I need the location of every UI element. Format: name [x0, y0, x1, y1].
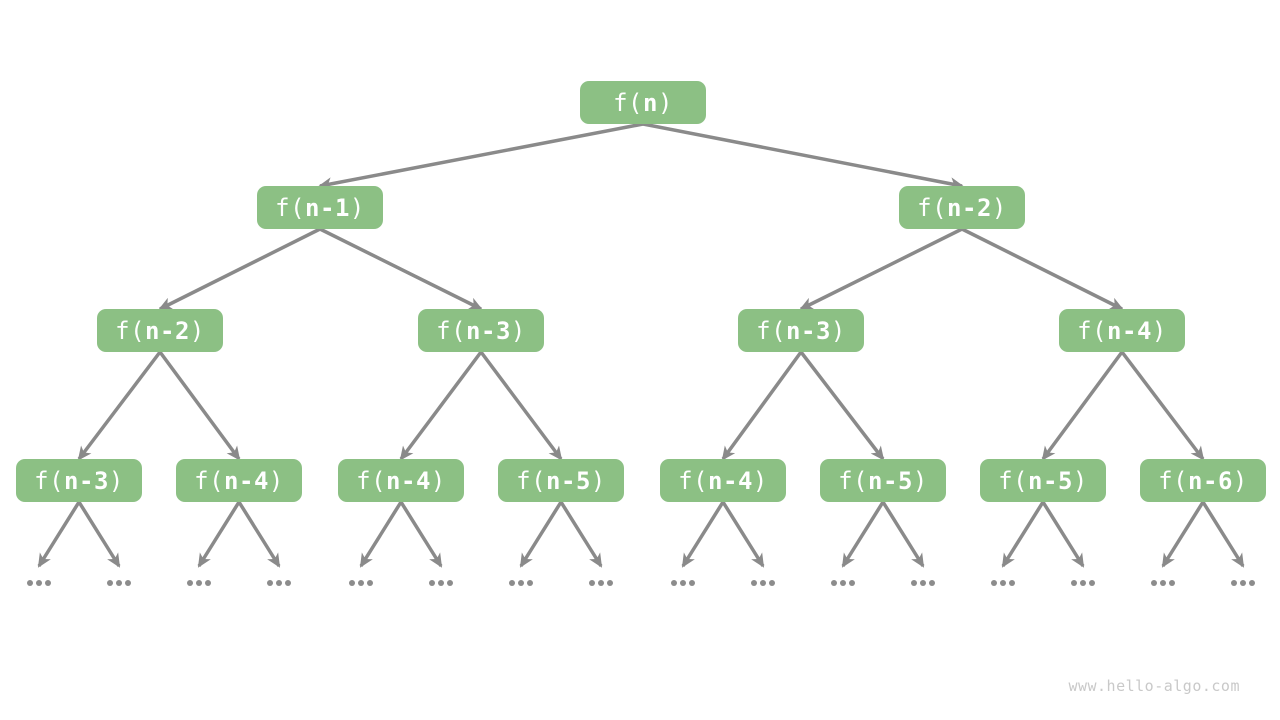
- ellipsis-leaf: [349, 580, 373, 586]
- tree-node-n11: f(n-2): [97, 309, 223, 352]
- tree-node-n122: f(n-5): [498, 459, 624, 502]
- edge-arrow: [1041, 350, 1124, 461]
- edge-arrow: [721, 350, 803, 461]
- ellipsis-leaf: [27, 580, 51, 586]
- ellipsis-leaf: [751, 580, 775, 586]
- edge-arrow: [799, 350, 885, 461]
- ellipsis-leaf: [509, 580, 533, 586]
- edge-arrow: [158, 350, 241, 461]
- edge-arrow: [1201, 501, 1245, 568]
- ellipsis-leaf: [267, 580, 291, 586]
- ellipsis-leaf: [1231, 580, 1255, 586]
- ellipsis-leaf: [1071, 580, 1095, 586]
- tree-node-n111: f(n-3): [16, 459, 142, 502]
- ellipsis-leaf: [831, 580, 855, 586]
- edge-arrow: [559, 501, 603, 568]
- edge-arrow: [881, 501, 925, 568]
- ellipsis-leaf: [911, 580, 935, 586]
- edge-arrow: [319, 227, 483, 311]
- tree-node-n2: f(n-2): [899, 186, 1025, 229]
- edge-arrow: [1001, 501, 1045, 568]
- tree-node-n112: f(n-4): [176, 459, 302, 502]
- ellipsis-leaf: [429, 580, 453, 586]
- tree-node-n1: f(n-1): [257, 186, 383, 229]
- ellipsis-leaf: [671, 580, 695, 586]
- edge-arrow: [197, 501, 241, 568]
- tree-node-n222: f(n-6): [1140, 459, 1266, 502]
- edge-arrow: [1161, 501, 1205, 568]
- ellipsis-leaf: [1151, 580, 1175, 586]
- edge-arrow: [519, 501, 563, 568]
- edge-arrow: [642, 122, 964, 191]
- ellipsis-leaf: [991, 580, 1015, 586]
- edge-arrow: [77, 350, 162, 461]
- tree-node-n: f(n): [580, 81, 706, 124]
- edge-arrow: [721, 501, 765, 568]
- edge-arrow: [1041, 501, 1085, 568]
- edge-arrow: [399, 350, 483, 461]
- edge-arrow: [158, 227, 321, 311]
- tree-node-n21: f(n-3): [738, 309, 864, 352]
- edge-arrow: [359, 501, 403, 568]
- edge-arrow: [399, 501, 443, 568]
- ellipsis-leaf: [187, 580, 211, 586]
- tree-node-n12: f(n-3): [418, 309, 544, 352]
- watermark: www.hello-algo.com: [1068, 677, 1240, 695]
- edge-arrow: [961, 227, 1124, 311]
- tree-node-n22: f(n-4): [1059, 309, 1185, 352]
- edge-arrow: [37, 501, 81, 568]
- edge-arrow: [681, 501, 725, 568]
- edge-arrow: [318, 122, 644, 191]
- ellipsis-leaf: [589, 580, 613, 586]
- edge-arrow: [1120, 350, 1205, 461]
- edge-arrow: [841, 501, 885, 568]
- ellipsis-leaf: [107, 580, 131, 586]
- tree-node-n212: f(n-5): [820, 459, 946, 502]
- edge-arrow: [799, 227, 963, 311]
- edge-arrow: [237, 501, 281, 568]
- tree-node-n211: f(n-4): [660, 459, 786, 502]
- tree-node-n221: f(n-5): [980, 459, 1106, 502]
- edge-arrow: [77, 501, 121, 568]
- tree-node-n121: f(n-4): [338, 459, 464, 502]
- edge-arrow: [479, 350, 563, 461]
